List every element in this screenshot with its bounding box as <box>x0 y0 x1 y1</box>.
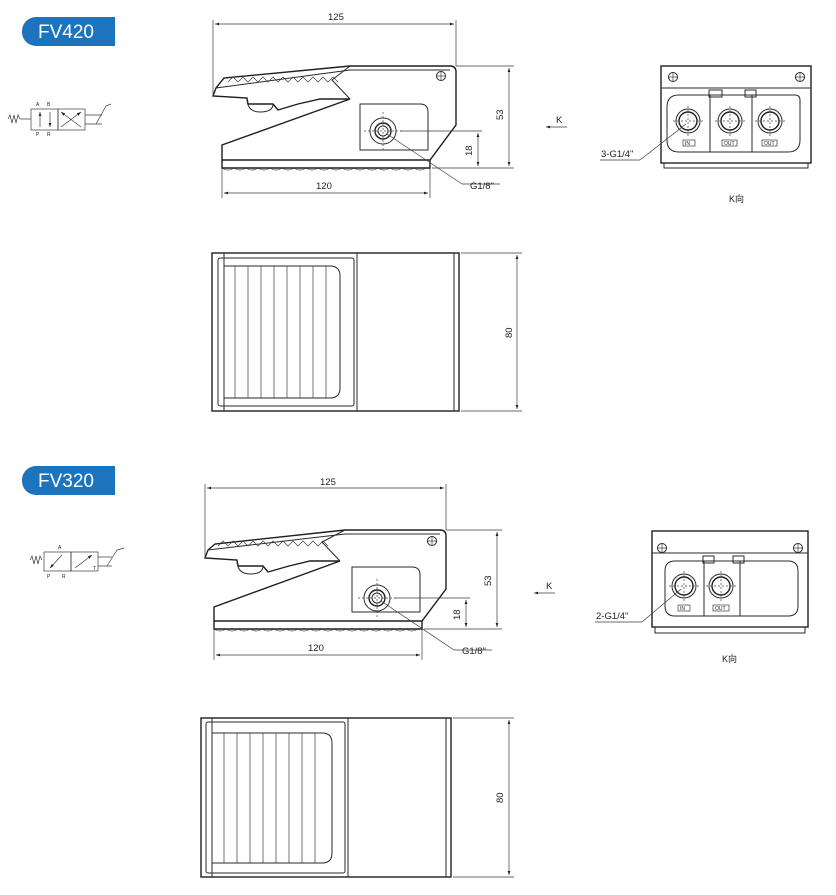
valve-symbol-fv320: A P R T <box>29 545 125 580</box>
dim-length-top: 125 <box>320 477 336 488</box>
section-fv320: FV320 A P R T <box>22 466 809 878</box>
dim-length-bottom: 120 <box>316 181 332 192</box>
top-view-fv420: 80 <box>211 252 522 412</box>
badge-background-square <box>70 466 115 495</box>
section-fv420: FV420 A B P R <box>7 12 812 412</box>
dim-width: 80 <box>504 327 515 338</box>
symbol-port-r: R <box>62 574 66 580</box>
port-view-fv420: IN OUT OUT 3-G1/4" K向 <box>600 65 812 204</box>
symbol-port-a: A <box>36 102 40 108</box>
ports-callout: 3-G1/4" <box>601 149 633 160</box>
dim-height: 53 <box>495 109 506 120</box>
port-thread-callout: G1/8" <box>462 646 486 657</box>
port-label-2: OUT <box>724 141 735 147</box>
view-arrow-label: K <box>546 581 553 592</box>
port-label-1: IN <box>685 141 690 147</box>
valve-symbol-fv420: A B P R <box>7 102 112 138</box>
badge-background-square <box>70 17 115 46</box>
port-label-3: OUT <box>764 141 775 147</box>
symbol-port-t: T <box>93 566 96 572</box>
port-label-2: OUT <box>715 606 726 612</box>
symbol-port-p: P <box>36 132 40 138</box>
side-view-fv420: 125 120 53 18 G1/8" K <box>212 12 567 198</box>
dim-length-top: 125 <box>328 12 344 23</box>
model-badge-fv320: FV320 <box>22 466 115 495</box>
view-caption: K向 <box>722 653 737 664</box>
side-view-fv320: 125 120 53 18 G1/8" K <box>204 477 555 660</box>
symbol-port-p: P <box>47 574 51 580</box>
port-view-fv320: IN OUT 2-G1/4" K向 <box>595 530 809 664</box>
symbol-port-r: R <box>47 132 51 138</box>
symbol-port-b: B <box>47 102 51 108</box>
symbol-port-a: A <box>58 545 62 551</box>
dim-port-height: 18 <box>464 145 475 156</box>
model-badge-fv420: FV420 <box>22 17 115 46</box>
port-label-1: IN <box>680 606 685 612</box>
dim-length-bottom: 120 <box>308 643 324 654</box>
dim-port-height: 18 <box>452 609 463 620</box>
ports-callout: 2-G1/4" <box>596 611 628 622</box>
dim-width: 80 <box>495 792 506 803</box>
dim-height: 53 <box>483 575 494 586</box>
top-view-fv320: 80 <box>200 717 514 878</box>
view-caption: K向 <box>729 193 744 204</box>
view-arrow-label: K <box>556 115 563 126</box>
port-thread-callout: G1/8" <box>470 181 494 192</box>
model-label: FV320 <box>38 471 94 492</box>
model-label: FV420 <box>38 22 94 43</box>
